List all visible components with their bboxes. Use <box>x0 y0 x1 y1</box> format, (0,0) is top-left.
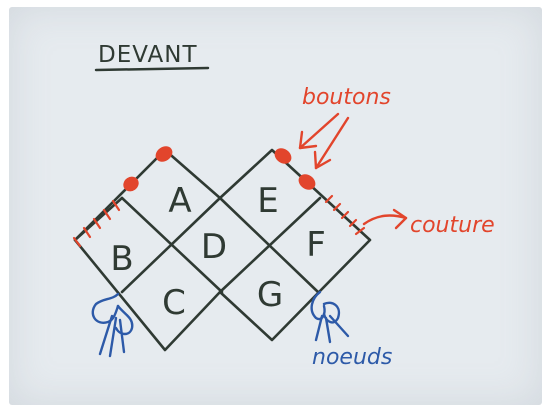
arrow-seam <box>362 214 408 226</box>
cell-label-e: E <box>257 181 278 221</box>
button-dot-2 <box>123 176 139 192</box>
button-dot-4 <box>298 174 316 190</box>
cell-label-b: B <box>110 239 133 279</box>
title-text: DEVANT <box>98 42 198 68</box>
knot-left-loop-1 <box>91 292 120 324</box>
grid-line-4 <box>218 196 320 294</box>
cell-label-g: G <box>257 275 283 315</box>
knot-right-tails <box>314 314 350 344</box>
label-buttons: boutons <box>302 85 391 110</box>
cell-label-f: F <box>306 225 326 265</box>
button-dot-1 <box>155 146 173 162</box>
label-seam: couture <box>410 213 495 238</box>
arrow-buttons-2-head <box>313 150 332 170</box>
seam-hatch-right <box>324 194 366 236</box>
paper-sheet <box>9 7 542 405</box>
cell-labels: A B C D E F G <box>110 181 325 323</box>
knot-left-loop-2 <box>114 304 134 336</box>
button-dots <box>123 146 316 192</box>
arrow-buttons-2 <box>314 116 350 170</box>
button-dot-3 <box>274 148 292 164</box>
arrow-buttons-1 <box>298 112 340 150</box>
annotation-arrows <box>298 112 408 230</box>
knot-right-loop-1 <box>310 290 326 321</box>
grid-line-2 <box>120 196 222 294</box>
knot-drawings <box>91 290 350 358</box>
cell-label-d: D <box>201 227 227 267</box>
title-underline <box>94 66 210 72</box>
grid-line-5 <box>73 196 124 242</box>
diamond-grid <box>73 148 372 352</box>
cell-label-c: C <box>162 283 186 323</box>
knot-left-tails <box>98 314 126 358</box>
arrow-buttons-1-head <box>298 130 318 150</box>
seam-hatches <box>72 194 366 248</box>
cell-label-a: A <box>168 181 191 221</box>
label-knots: noeuds <box>312 345 392 370</box>
arrow-seam-head <box>392 208 408 230</box>
grid-outline <box>73 148 372 352</box>
seam-hatch-left <box>72 199 121 248</box>
